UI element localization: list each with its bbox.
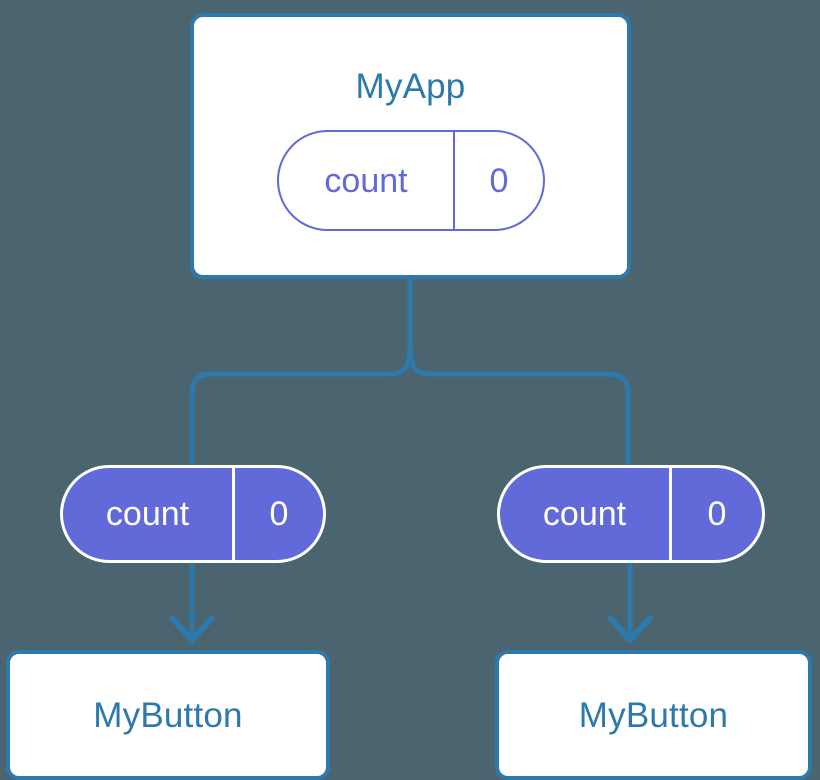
- prop-pill-child-1-key: count: [63, 468, 235, 560]
- prop-pill-child-2-key: count: [500, 468, 672, 560]
- prop-arrow-left-head: [169, 615, 215, 643]
- prop-pill-child-2[interactable]: count 0: [497, 465, 765, 563]
- component-label-mybutton-1: MyButton: [93, 695, 243, 735]
- state-pill-root[interactable]: count 0: [277, 130, 545, 231]
- branch-line-connector: [189, 274, 413, 468]
- state-pill-root-key: count: [279, 132, 455, 229]
- branch-line-connector-right: [407, 342, 631, 468]
- component-node-myapp[interactable]: MyApp: [190, 13, 631, 279]
- prop-pill-child-2-value: 0: [707, 495, 727, 533]
- state-pill-root-value: 0: [489, 161, 509, 200]
- component-label-mybutton-2: MyButton: [578, 695, 729, 735]
- prop-pill-child-1-value: 0: [269, 495, 289, 533]
- component-node-mybutton-1[interactable]: MyButton: [6, 650, 330, 780]
- component-label-myapp: MyApp: [355, 67, 466, 106]
- prop-pill-child-1[interactable]: count 0: [60, 465, 326, 563]
- prop-arrow-right-head: [607, 615, 653, 643]
- component-node-mybutton-2[interactable]: MyButton: [495, 650, 812, 780]
